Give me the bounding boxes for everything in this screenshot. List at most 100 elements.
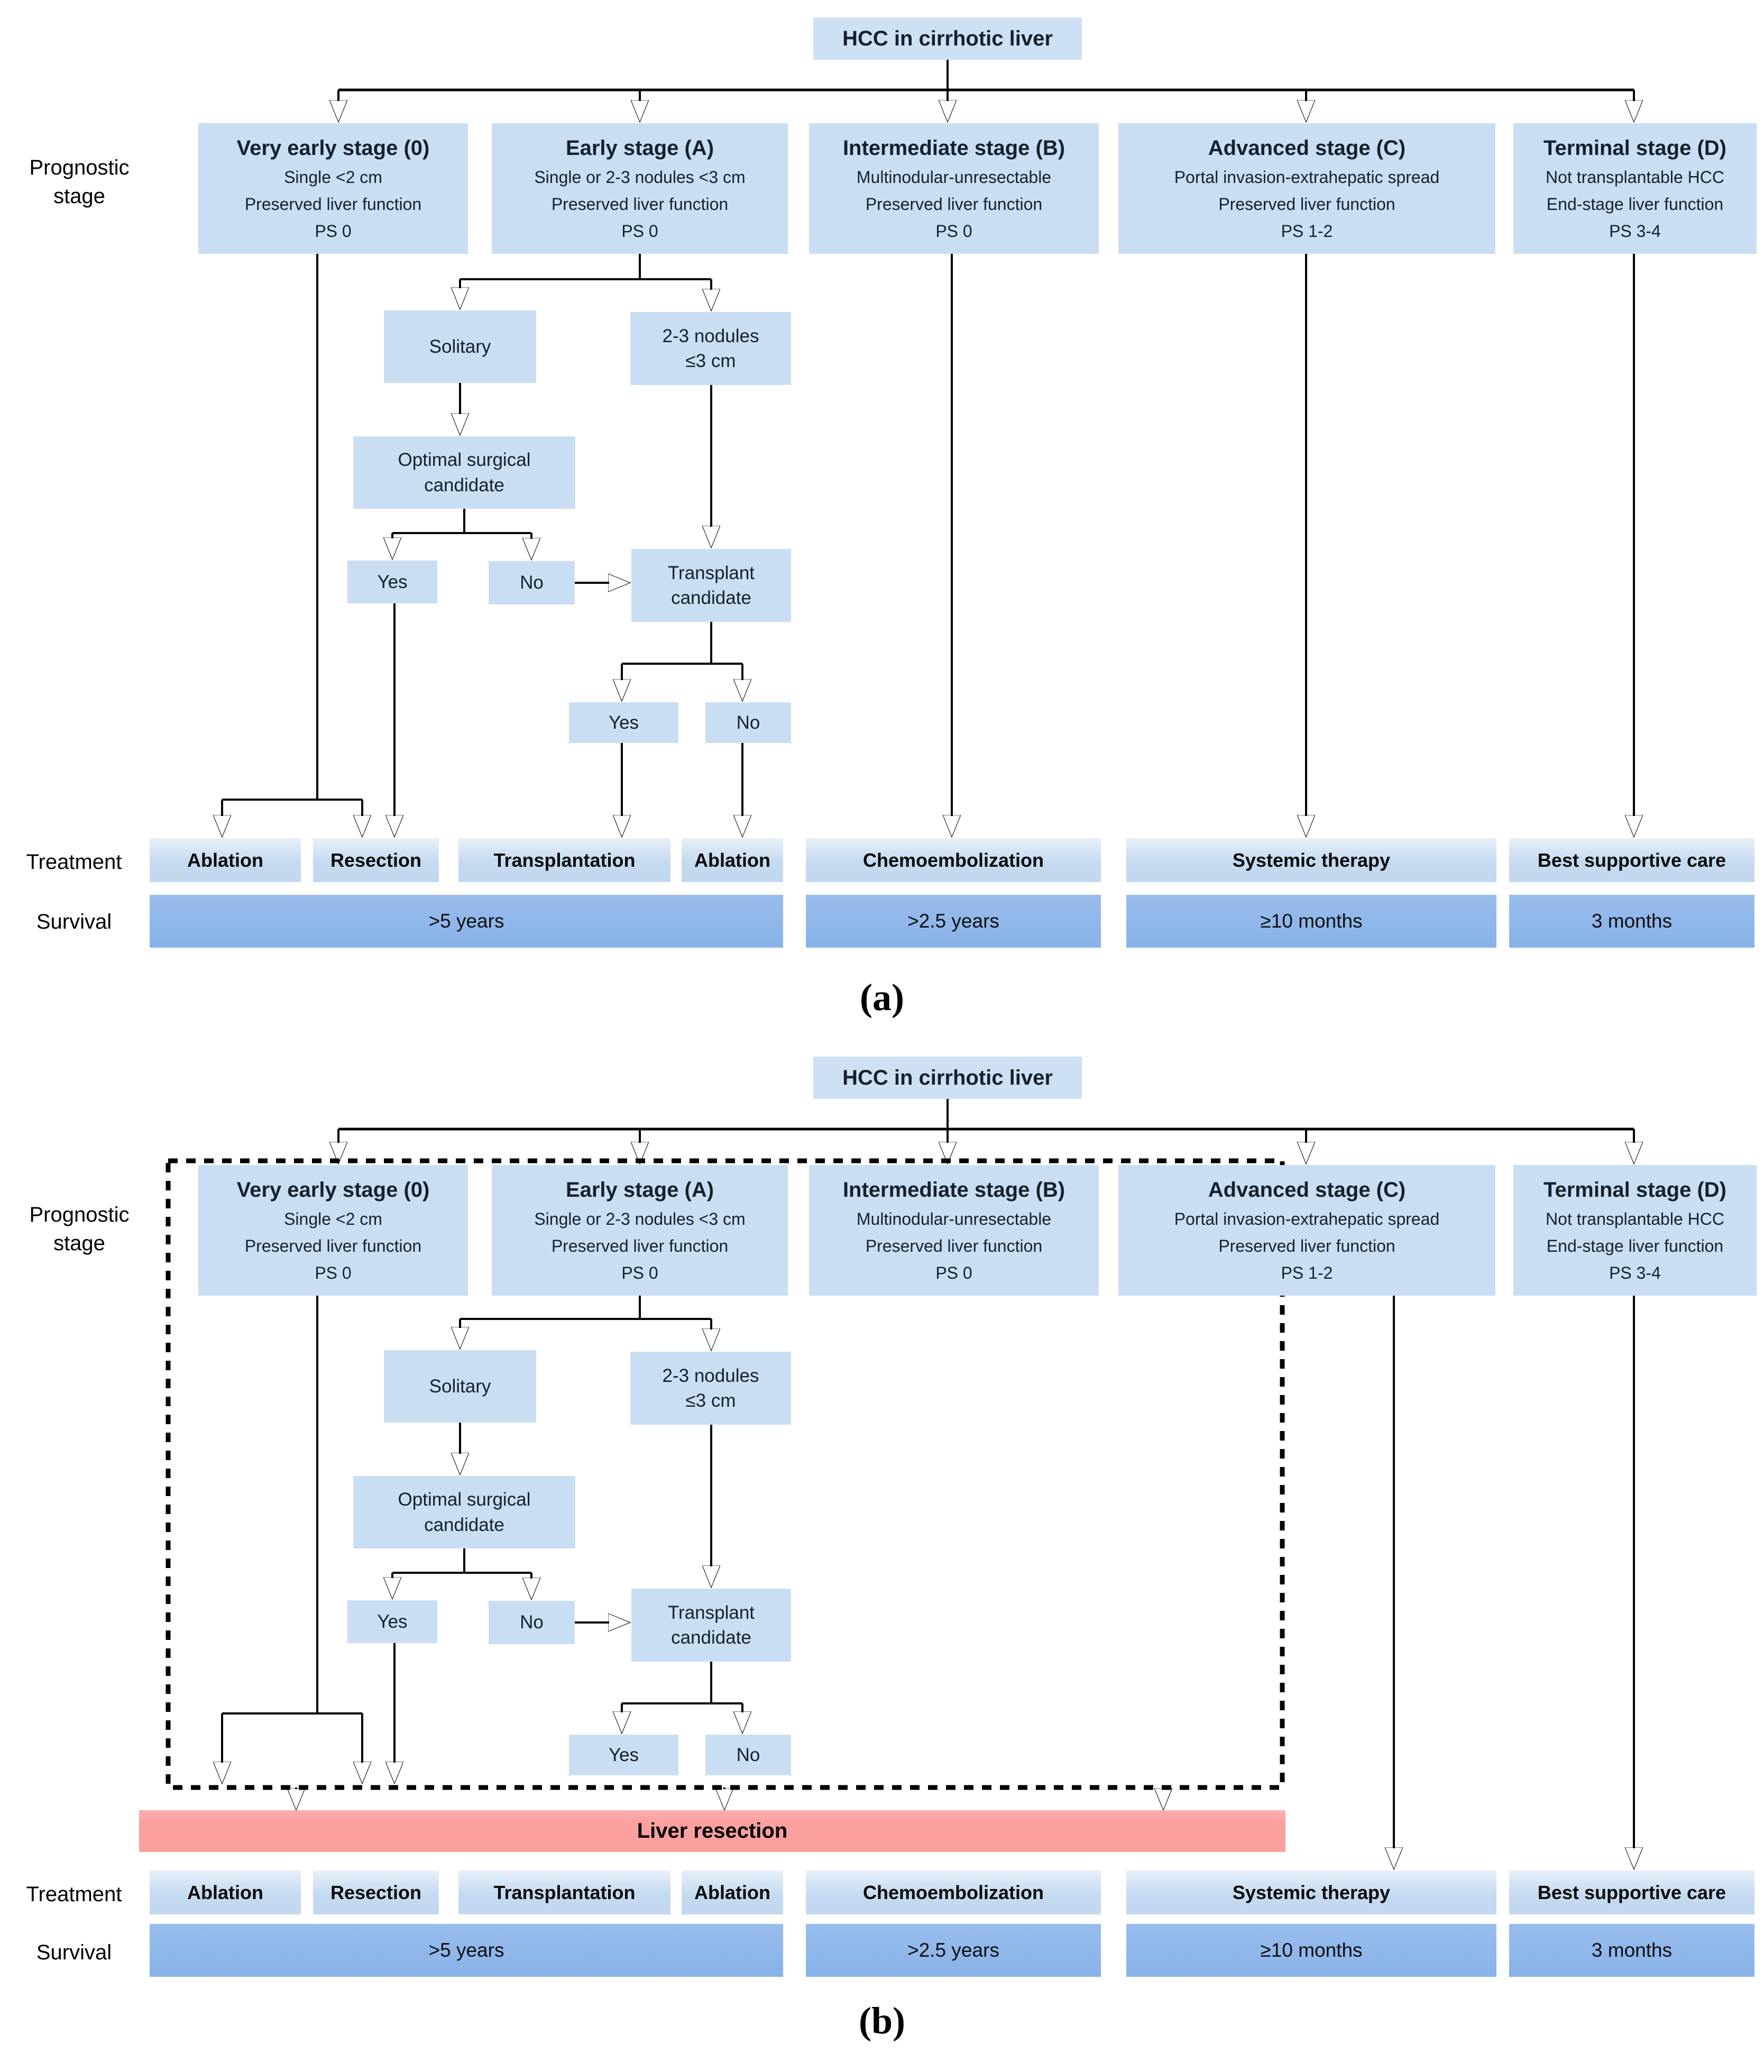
no-label: No [736,1744,760,1765]
survival-value: ≥10 months [1260,910,1363,932]
stage-line: Single <2 cm [284,168,382,187]
stage-title: Early stage (A) [565,1178,714,1202]
treatment-label: Transplantation [493,1881,636,1903]
treatment-chemoembolization-b: Chemoembolization [806,1871,1101,1914]
caption-a-text: (a) [860,976,904,1019]
connector-line [622,622,742,665]
stage-box-intermediate-b: Intermediate stage (B) Multinodular-unre… [809,1165,1099,1296]
yes-label: Yes [377,571,408,592]
treatment-label: Ablation [187,849,263,871]
treatment-label-text: Treatment [26,1883,122,1906]
stage-line: Multinodular-unresectable [856,1209,1052,1229]
stage-box-very-early-a: Very early stage (0) Single <2 cm Preser… [198,123,468,254]
treatment-systemic-therapy-b: Systemic therapy [1126,1871,1496,1914]
survival-bar-3-months-b: 3 months [1509,1924,1754,1977]
stage-title: Advanced stage (C) [1208,136,1406,160]
transplant-no-box-a: No [705,702,791,743]
connector-line [392,1548,531,1574]
stage-line: PS 0 [935,1263,972,1283]
root-box-a: HCC in cirrhotic liver [813,17,1082,60]
treatment-label: Systemic therapy [1232,849,1391,871]
prognostic-label-line1: Prognostic [29,1203,130,1226]
stage-line: Preserved liver function [865,1236,1043,1256]
solitary-box-b: Solitary [384,1350,536,1423]
treatment-label: Resection [330,1881,422,1903]
liver-resection-label: Liver resection [637,1819,788,1842]
treatment-ablation-2-a: Ablation [682,838,783,882]
caption-a: (a) [0,976,1764,1020]
treatment-label: Best supportive care [1537,849,1726,871]
treatment-label: Ablation [694,849,770,871]
stage-box-advanced-a: Advanced stage (C) Portal invasion-extra… [1118,123,1495,254]
stage-line: PS 1-2 [1281,222,1333,241]
no-label: No [736,712,760,733]
stage-box-terminal-b: Terminal stage (D) Not transplantable HC… [1513,1165,1757,1296]
surgical-no-box-a: No [489,561,575,604]
stage-line: Preserved liver function [1218,195,1395,214]
survival-value: >2.5 years [907,910,999,932]
treatment-label: Chemoembolization [862,1881,1044,1903]
optimal-line2: candidate [424,1514,504,1535]
treatment-row-label-b: Treatment [8,1880,140,1909]
transplant-line1: Transplant [667,1602,755,1623]
survival-value: 3 months [1591,1939,1673,1961]
stage-box-very-early-b: Very early stage (0) Single <2 cm Preser… [198,1165,468,1296]
stage-line: Single or 2-3 nodules <3 cm [534,1209,746,1229]
stage-title: Very early stage (0) [236,136,430,160]
survival-label-text: Survival [36,1941,112,1964]
stage-line: Multinodular-unresectable [856,168,1052,187]
connector-line [222,1296,362,1715]
survival-row-label-a: Survival [8,907,140,936]
survival-value: 3 months [1591,910,1673,932]
stage-line: End-stage liver function [1546,195,1724,214]
stage-title: Intermediate stage (B) [842,136,1065,160]
prognostic-stage-label-b: Prognostic stage [8,1200,151,1258]
prognostic-label-line2: stage [53,1232,105,1255]
treatment-row-label-a: Treatment [8,848,140,876]
yes-label: Yes [608,1744,639,1765]
stage-line: Portal invasion-extrahepatic spread [1174,1209,1440,1229]
liver-resection-bar: Liver resection [139,1810,1285,1852]
treatment-label: Resection [330,849,422,871]
survival-bar-3-months-a: 3 months [1509,895,1754,948]
stage-line: Single <2 cm [284,1209,382,1229]
transplant-line1: Transplant [667,562,755,583]
treatment-label: Ablation [694,1881,770,1903]
stage-box-advanced-b: Advanced stage (C) Portal invasion-extra… [1118,1165,1495,1296]
survival-bar-10-months-a: ≥10 months [1126,895,1496,948]
treatment-transplantation-a: Transplantation [458,838,670,882]
connector-line [392,509,531,534]
treatment-label: Ablation [187,1881,263,1903]
stage-line: Not transplantable HCC [1546,1209,1724,1229]
stage-line: PS 0 [315,222,352,241]
survival-value: >5 years [428,910,504,932]
surgical-yes-box-b: Yes [347,1600,437,1643]
stage-title: Terminal stage (D) [1544,136,1726,160]
stage-line: PS 3-4 [1609,1263,1661,1283]
stage-line: PS 1-2 [1281,1263,1333,1283]
stage-line: PS 3-4 [1609,222,1661,241]
stage-title: Intermediate stage (B) [842,1178,1065,1202]
stage-line: Portal invasion-extrahepatic spread [1174,168,1440,187]
prognostic-label-line1: Prognostic [29,156,130,179]
stage-line: Single or 2-3 nodules <3 cm [534,168,746,187]
survival-value: >5 years [428,1939,504,1961]
survival-bar-10-months-b: ≥10 months [1126,1924,1496,1977]
stage-line: PS 0 [935,222,972,241]
solitary-label: Solitary [429,336,491,357]
stage-line: PS 0 [315,1263,352,1283]
yes-label: Yes [608,712,639,733]
survival-bar-5-years-a: >5 years [150,895,783,948]
transplant-line2: candidate [671,1627,751,1648]
treatment-resection-a: Resection [313,838,439,882]
treatment-systemic-therapy-a: Systemic therapy [1126,838,1496,882]
prognostic-label-line2: stage [53,185,105,208]
stage-line: PS 0 [621,1263,658,1283]
transplant-yes-box-a: Yes [569,702,678,743]
survival-value: >2.5 years [907,1939,999,1961]
survival-label-text: Survival [36,910,112,933]
connector-line [622,1662,742,1704]
stage-title: Terminal stage (D) [1544,1178,1726,1202]
